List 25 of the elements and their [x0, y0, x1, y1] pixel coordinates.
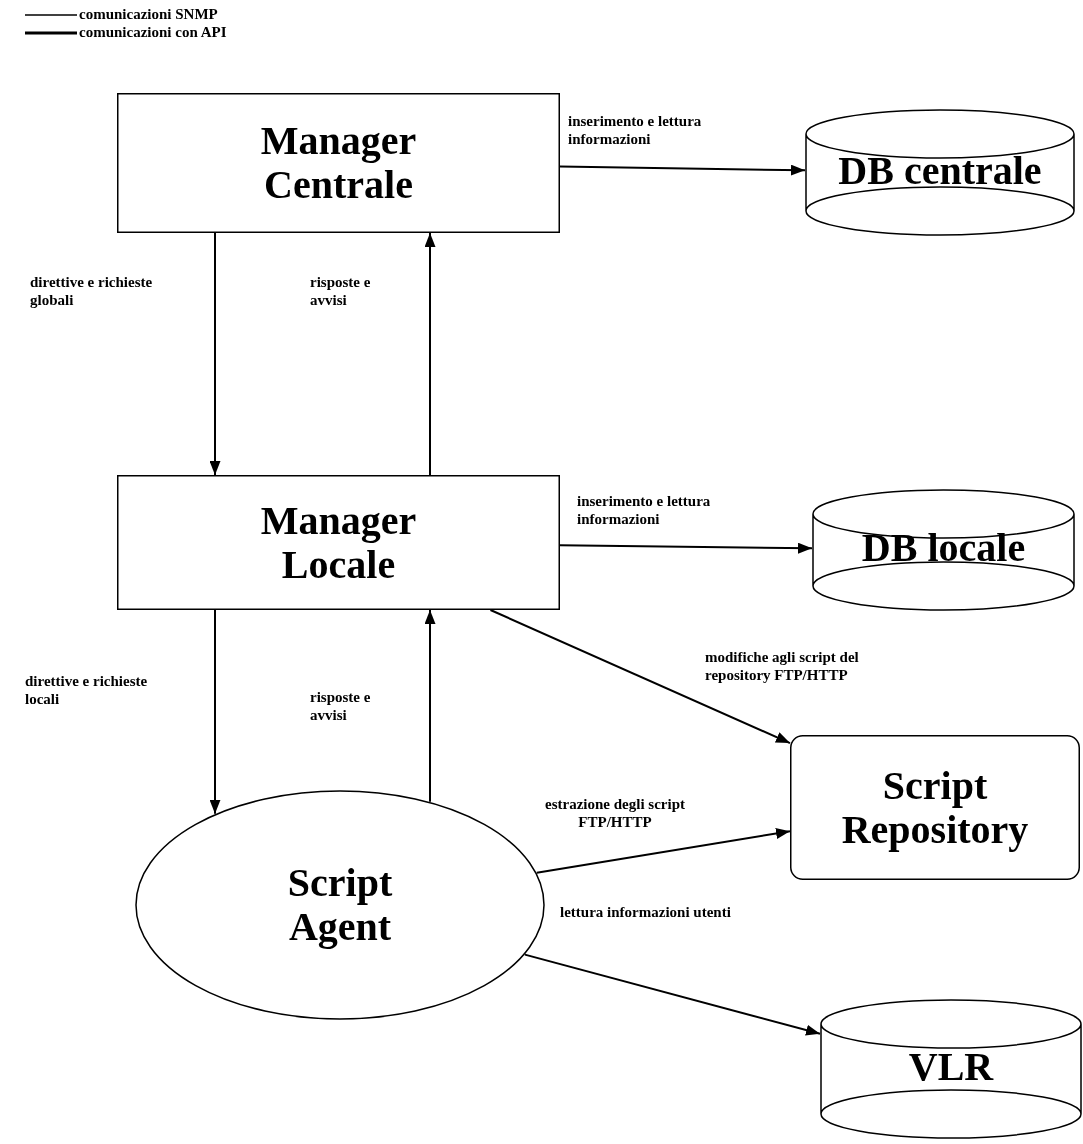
ellipse-node: [135, 790, 545, 1020]
arrow: [535, 828, 791, 874]
process-box: [117, 93, 560, 233]
legend-label: comunicazioni con API: [79, 24, 227, 41]
arrow: [559, 164, 806, 176]
arrow: [523, 953, 821, 1036]
node-label: VLR: [907, 1045, 995, 1089]
rounded-box: [790, 735, 1080, 880]
node-label: Script Agent: [286, 861, 394, 949]
node-label: Script Repository: [840, 763, 1030, 852]
arrow: [424, 232, 436, 476]
database-cylinder: [820, 1000, 1082, 1138]
process-box: [117, 475, 560, 610]
node-label: Manager Centrale: [259, 119, 418, 207]
database-cylinder: [805, 110, 1075, 235]
node-label: Manager Locale: [259, 498, 418, 587]
legend-label: comunicazioni SNMP: [79, 6, 218, 23]
arrow: [489, 609, 791, 745]
arrow: [424, 609, 436, 803]
arrow: [209, 232, 221, 476]
arrow: [209, 609, 221, 815]
node-label: DB centrale: [837, 148, 1043, 193]
arrow: [559, 542, 813, 554]
database-cylinder: [812, 490, 1075, 610]
node-label: DB locale: [860, 526, 1027, 570]
